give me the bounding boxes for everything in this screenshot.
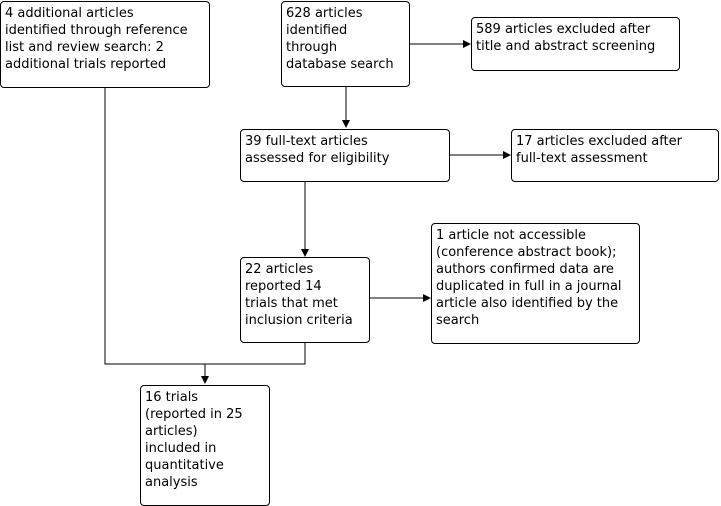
- line-met-criteria-to-merge: [205, 343, 306, 365]
- box-met-criteria: 22 articles reported 14 trials that met …: [240, 257, 370, 343]
- box-excluded-screening: 589 articles excluded after title and ab…: [471, 17, 680, 71]
- box-excluded-full-text: 17 articles excluded after full-text ass…: [511, 129, 719, 182]
- box-additional-articles: 4 additional articles identified through…: [0, 1, 210, 88]
- box-full-text-assessed: 39 full-text articles assessed for eligi…: [240, 129, 450, 182]
- line-additional-articles-to-merge: [104, 88, 205, 365]
- box-not-accessible: 1 article not accessible (conference abs…: [431, 223, 640, 344]
- box-database-search: 628 articles identified through database…: [281, 1, 410, 87]
- box-included: 16 trials (reported in 25 articles) incl…: [140, 385, 270, 506]
